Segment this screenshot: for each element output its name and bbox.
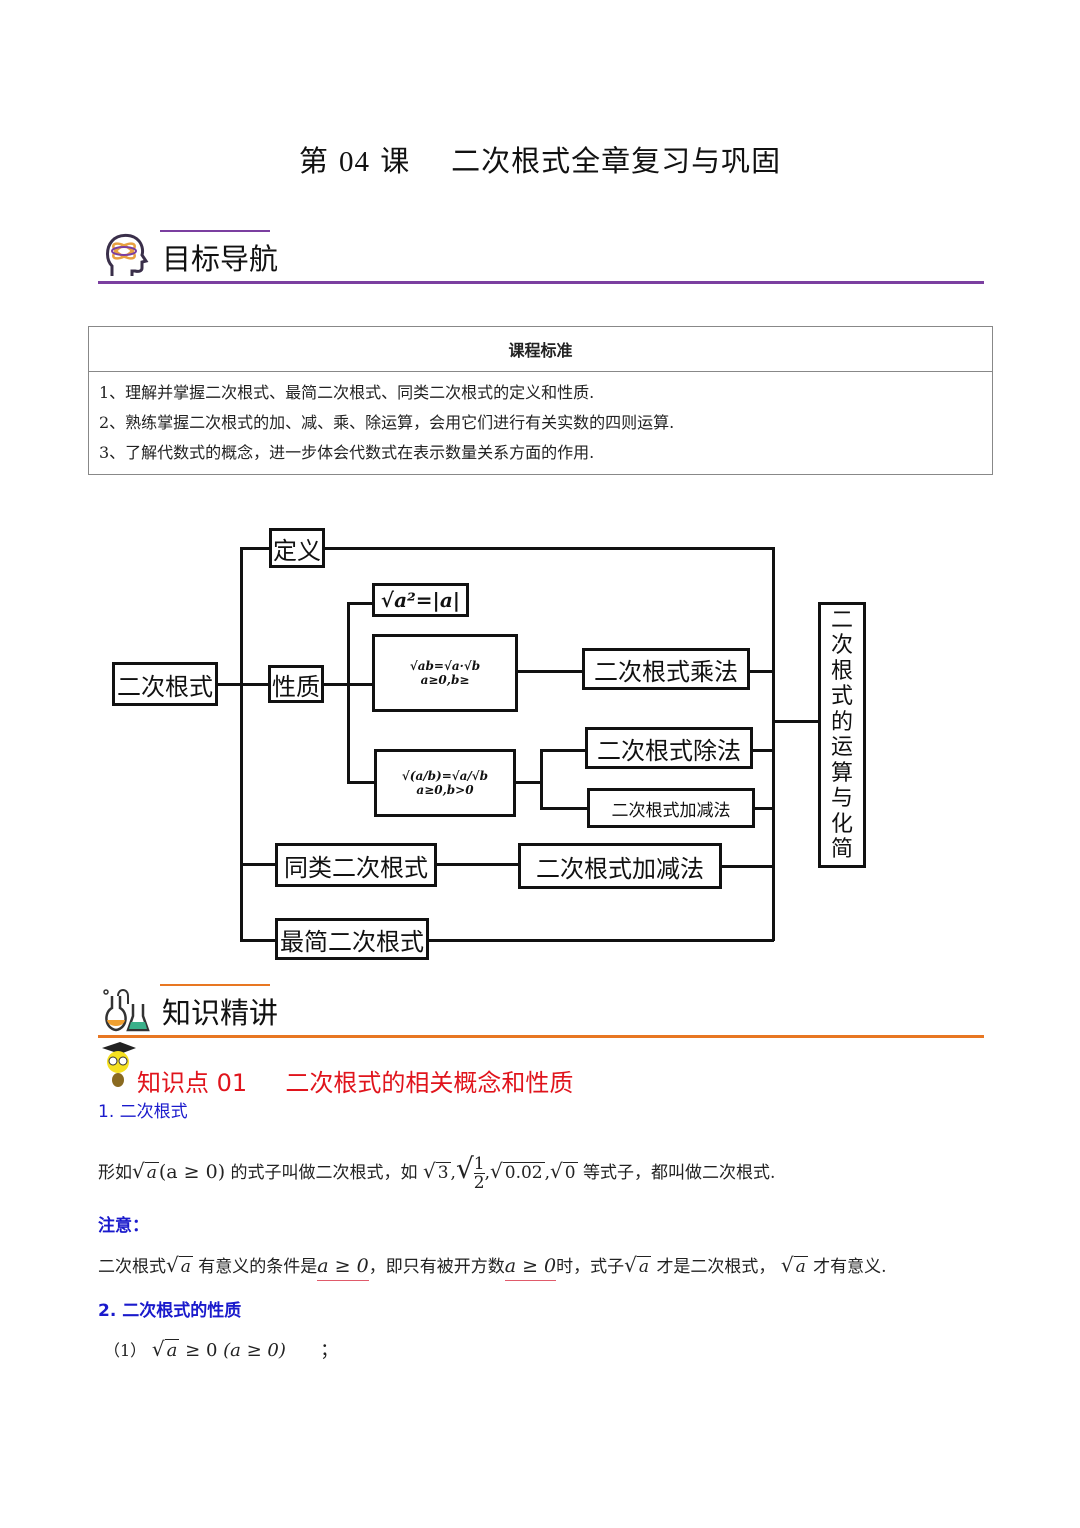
note-label: 注意：: [98, 1216, 149, 1236]
note-paragraph: 二次根式√a 有意义的条件是a ≥ 0，即只有被开方数a ≥ 0时，式子√a 才…: [98, 1252, 887, 1281]
formula-text: √ab=√a·√b: [409, 659, 481, 673]
scholar-mascot-icon: [102, 1042, 136, 1087]
standard-item: 3、了解代数式的概念，进一步体会代数式在表示数量关系方面的作用.: [99, 443, 595, 462]
node-formula-product: √ab=√a·√b a≥0,b≥: [372, 634, 518, 712]
section-title: 目标导航: [162, 242, 279, 276]
title-prefix: 第: [298, 144, 329, 178]
subheading-properties: 2. 二次根式的性质: [98, 1301, 242, 1321]
header-top-rule: [160, 984, 270, 986]
standard-item: 1、理解并掌握二次根式、最简二次根式、同类二次根式的定义和性质.: [99, 383, 595, 402]
node-property: 性质: [268, 665, 324, 703]
node-addsub-small: 二次根式加减法: [587, 788, 755, 828]
section-title: 知识精讲: [162, 996, 279, 1030]
node-root: 二次根式: [112, 662, 218, 706]
node-division: 二次根式除法: [585, 727, 753, 769]
standards-table: 课程标准 1、理解并掌握二次根式、最简二次根式、同类二次根式的定义和性质. 2、…: [88, 326, 993, 475]
node-formula-quotient: √(a/b)=√a/√b a≥0,b>0: [374, 749, 516, 817]
table-header: 课程标准: [88, 326, 993, 372]
kp-label: 知识点 01: [137, 1069, 248, 1097]
header-bottom-rule: [98, 281, 984, 284]
title-number: 04: [339, 146, 371, 178]
flask-icon: [103, 989, 150, 1032]
formula-text: √(a/b)=√a/√b: [401, 769, 489, 783]
node-formula-abs: √a²=|a|: [372, 583, 469, 617]
kp-name: 二次根式的相关概念和性质: [285, 1069, 574, 1097]
node-definition: 定义: [269, 528, 325, 568]
node-like-radicals: 同类二次根式: [275, 843, 437, 887]
brain-head-icon: [106, 233, 149, 276]
header-top-rule: [160, 230, 270, 232]
node-result: 二次根式的运算与化简: [818, 602, 866, 868]
knowledge-point-title: 知识点 01 二次根式的相关概念和性质: [137, 1063, 573, 1098]
section-header-knowledge: 知识精讲: [98, 978, 984, 1038]
header-bottom-rule: [98, 1035, 984, 1038]
title-suffix: 课: [380, 144, 411, 178]
table-body: 1、理解并掌握二次根式、最简二次根式、同类二次根式的定义和性质. 2、熟练掌握二…: [88, 371, 993, 475]
node-multiplication: 二次根式乘法: [582, 648, 750, 690]
formula-condition: a≥0,b≥: [420, 673, 470, 687]
subheading-radicals: 1. 二次根式: [98, 1102, 188, 1122]
formula-condition: a≥0,b>0: [416, 783, 474, 797]
standard-item: 2、熟练掌握二次根式的加、减、乘、除运算，会用它们进行有关实数的四则运算.: [99, 413, 675, 432]
section-header-goals: 目标导航: [98, 224, 984, 284]
node-addsub: 二次根式加减法: [518, 843, 722, 889]
page-title: 第 04 课 二次根式全章复习与巩固: [0, 138, 1080, 180]
title-name: 二次根式全章复习与巩固: [451, 144, 782, 178]
node-simplest: 最简二次根式: [275, 918, 429, 960]
property-1: （1） √a ≥ 0 (a ≥ 0) ；: [104, 1337, 339, 1361]
